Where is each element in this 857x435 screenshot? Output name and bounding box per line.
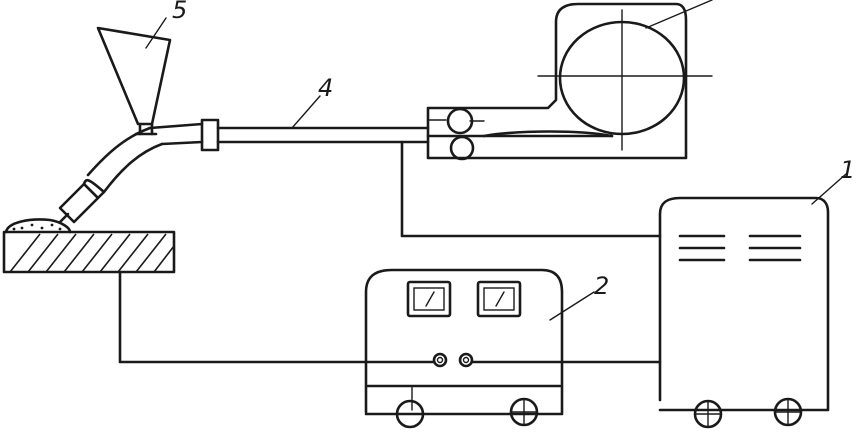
cable-feeder-to-source (400, 140, 662, 238)
torch-nozzle (58, 126, 164, 224)
powder-hopper (96, 26, 172, 136)
output-terminal-left (432, 352, 448, 368)
meter-right (476, 280, 522, 318)
ventilation-slots (678, 234, 802, 262)
workpiece (2, 230, 176, 274)
feed-hose (148, 118, 430, 152)
powder-deposit (4, 218, 72, 234)
leader-hopper (145, 17, 167, 49)
label-hopper: 5 (172, 0, 187, 24)
label-hose: 4 (318, 74, 333, 102)
meter-left (406, 280, 452, 318)
label-control-cabinet: 2 (594, 272, 609, 300)
output-terminal-right (458, 352, 474, 368)
cable-workpiece-to-cabinet (118, 270, 436, 364)
power-source (658, 173, 847, 429)
control-cabinet (364, 268, 595, 429)
feed-roller-top (446, 107, 474, 135)
feed-roller-bottom (449, 135, 475, 161)
label-power-source: 1 (840, 156, 855, 184)
wire-feeder (426, 0, 713, 161)
workpiece-hatching (9, 233, 175, 273)
leader-hose (291, 95, 321, 129)
